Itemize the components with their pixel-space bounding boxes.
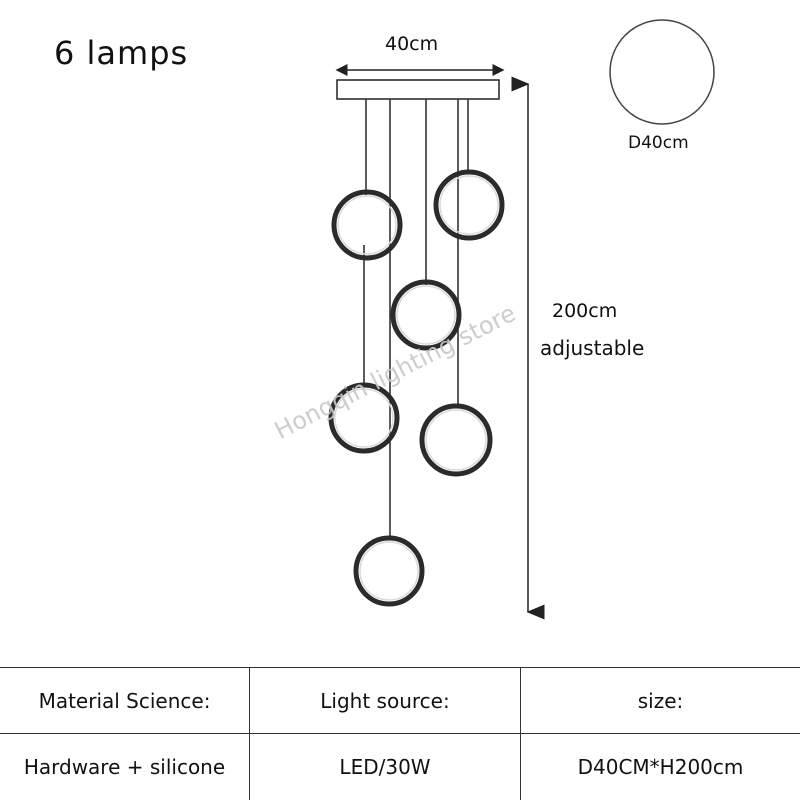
lamp-ring-1	[331, 189, 403, 261]
lamp-ring-5	[419, 403, 493, 477]
suspension-wires	[363, 99, 469, 540]
spec-value-material: Hardware + silicone	[0, 733, 250, 800]
lamp-ring-6	[353, 535, 425, 607]
spec-table: Material Science: Light source: size: Ha…	[0, 666, 800, 800]
lamp-diagram	[328, 19, 715, 620]
lamp-rings	[328, 169, 505, 607]
diameter-reference-circle	[609, 19, 715, 125]
diameter-label: D40cm	[628, 133, 689, 153]
adjustable-label: adjustable	[540, 336, 645, 360]
height-label: 200cm	[552, 300, 618, 322]
spec-value-light-source: LED/30W	[249, 733, 521, 800]
spec-value-size: D40CM*H200cm	[520, 733, 800, 800]
spec-header-row: Material Science: Light source: size:	[0, 666, 800, 735]
lamp-ring-3	[390, 279, 462, 351]
ceiling-plate	[336, 79, 500, 100]
spec-header-size: size:	[520, 666, 800, 735]
spec-header-light-source: Light source:	[249, 666, 521, 735]
page-title: 6 lamps	[54, 34, 189, 72]
lamp-ring-4	[328, 382, 400, 454]
spec-value-row: Hardware + silicone LED/30W D40CM*H200cm	[0, 733, 800, 800]
width-label: 40cm	[385, 33, 439, 55]
spec-header-material: Material Science:	[0, 666, 250, 735]
lamp-ring-2	[433, 169, 505, 241]
